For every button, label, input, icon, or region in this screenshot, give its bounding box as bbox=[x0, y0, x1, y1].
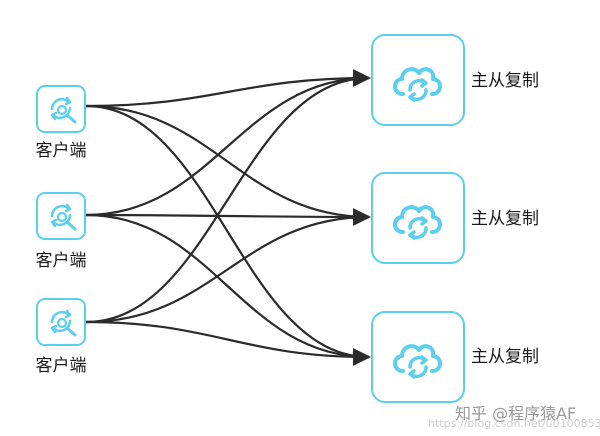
search-sync-icon bbox=[50, 96, 77, 124]
connection-arrow-2-2 bbox=[85, 208, 371, 226]
replication-label-1: 主从复制 bbox=[471, 71, 539, 91]
cloud-sync-icon bbox=[393, 344, 442, 379]
client-node-1 bbox=[36, 85, 86, 133]
search-sync-icon bbox=[50, 309, 77, 337]
connection-arrow-3-2 bbox=[85, 208, 371, 324]
connection-arrow-1-2 bbox=[85, 104, 371, 226]
replication-node-3 bbox=[371, 311, 465, 403]
client-label-2: 客户端 bbox=[35, 251, 87, 271]
connection-arrow-2-3 bbox=[85, 213, 371, 366]
client-label-1: 客户端 bbox=[35, 141, 87, 161]
search-sync-icon bbox=[50, 203, 77, 231]
author-watermark: 知乎 @程序猿AF bbox=[455, 404, 577, 423]
connection-arrow-1-3 bbox=[85, 104, 371, 366]
replication-node-1 bbox=[371, 34, 465, 126]
replication-node-2 bbox=[371, 172, 465, 264]
connection-arrow-3-3 bbox=[85, 320, 371, 366]
connection-arrow-2-1 bbox=[85, 69, 371, 217]
client-node-2 bbox=[36, 192, 86, 240]
source-url-watermark: https://blog.csdn.net/u010085350_ bbox=[428, 417, 600, 430]
replication-label-3: 主从复制 bbox=[471, 347, 539, 367]
cloud-sync-icon bbox=[393, 67, 442, 102]
replication-label-2: 主从复制 bbox=[471, 209, 539, 229]
cloud-sync-icon bbox=[393, 205, 442, 240]
client-label-3: 客户端 bbox=[35, 356, 87, 376]
connection-arrow-1-1 bbox=[85, 69, 371, 108]
connection-arrow-3-1 bbox=[85, 69, 371, 324]
client-node-3 bbox=[36, 298, 86, 346]
